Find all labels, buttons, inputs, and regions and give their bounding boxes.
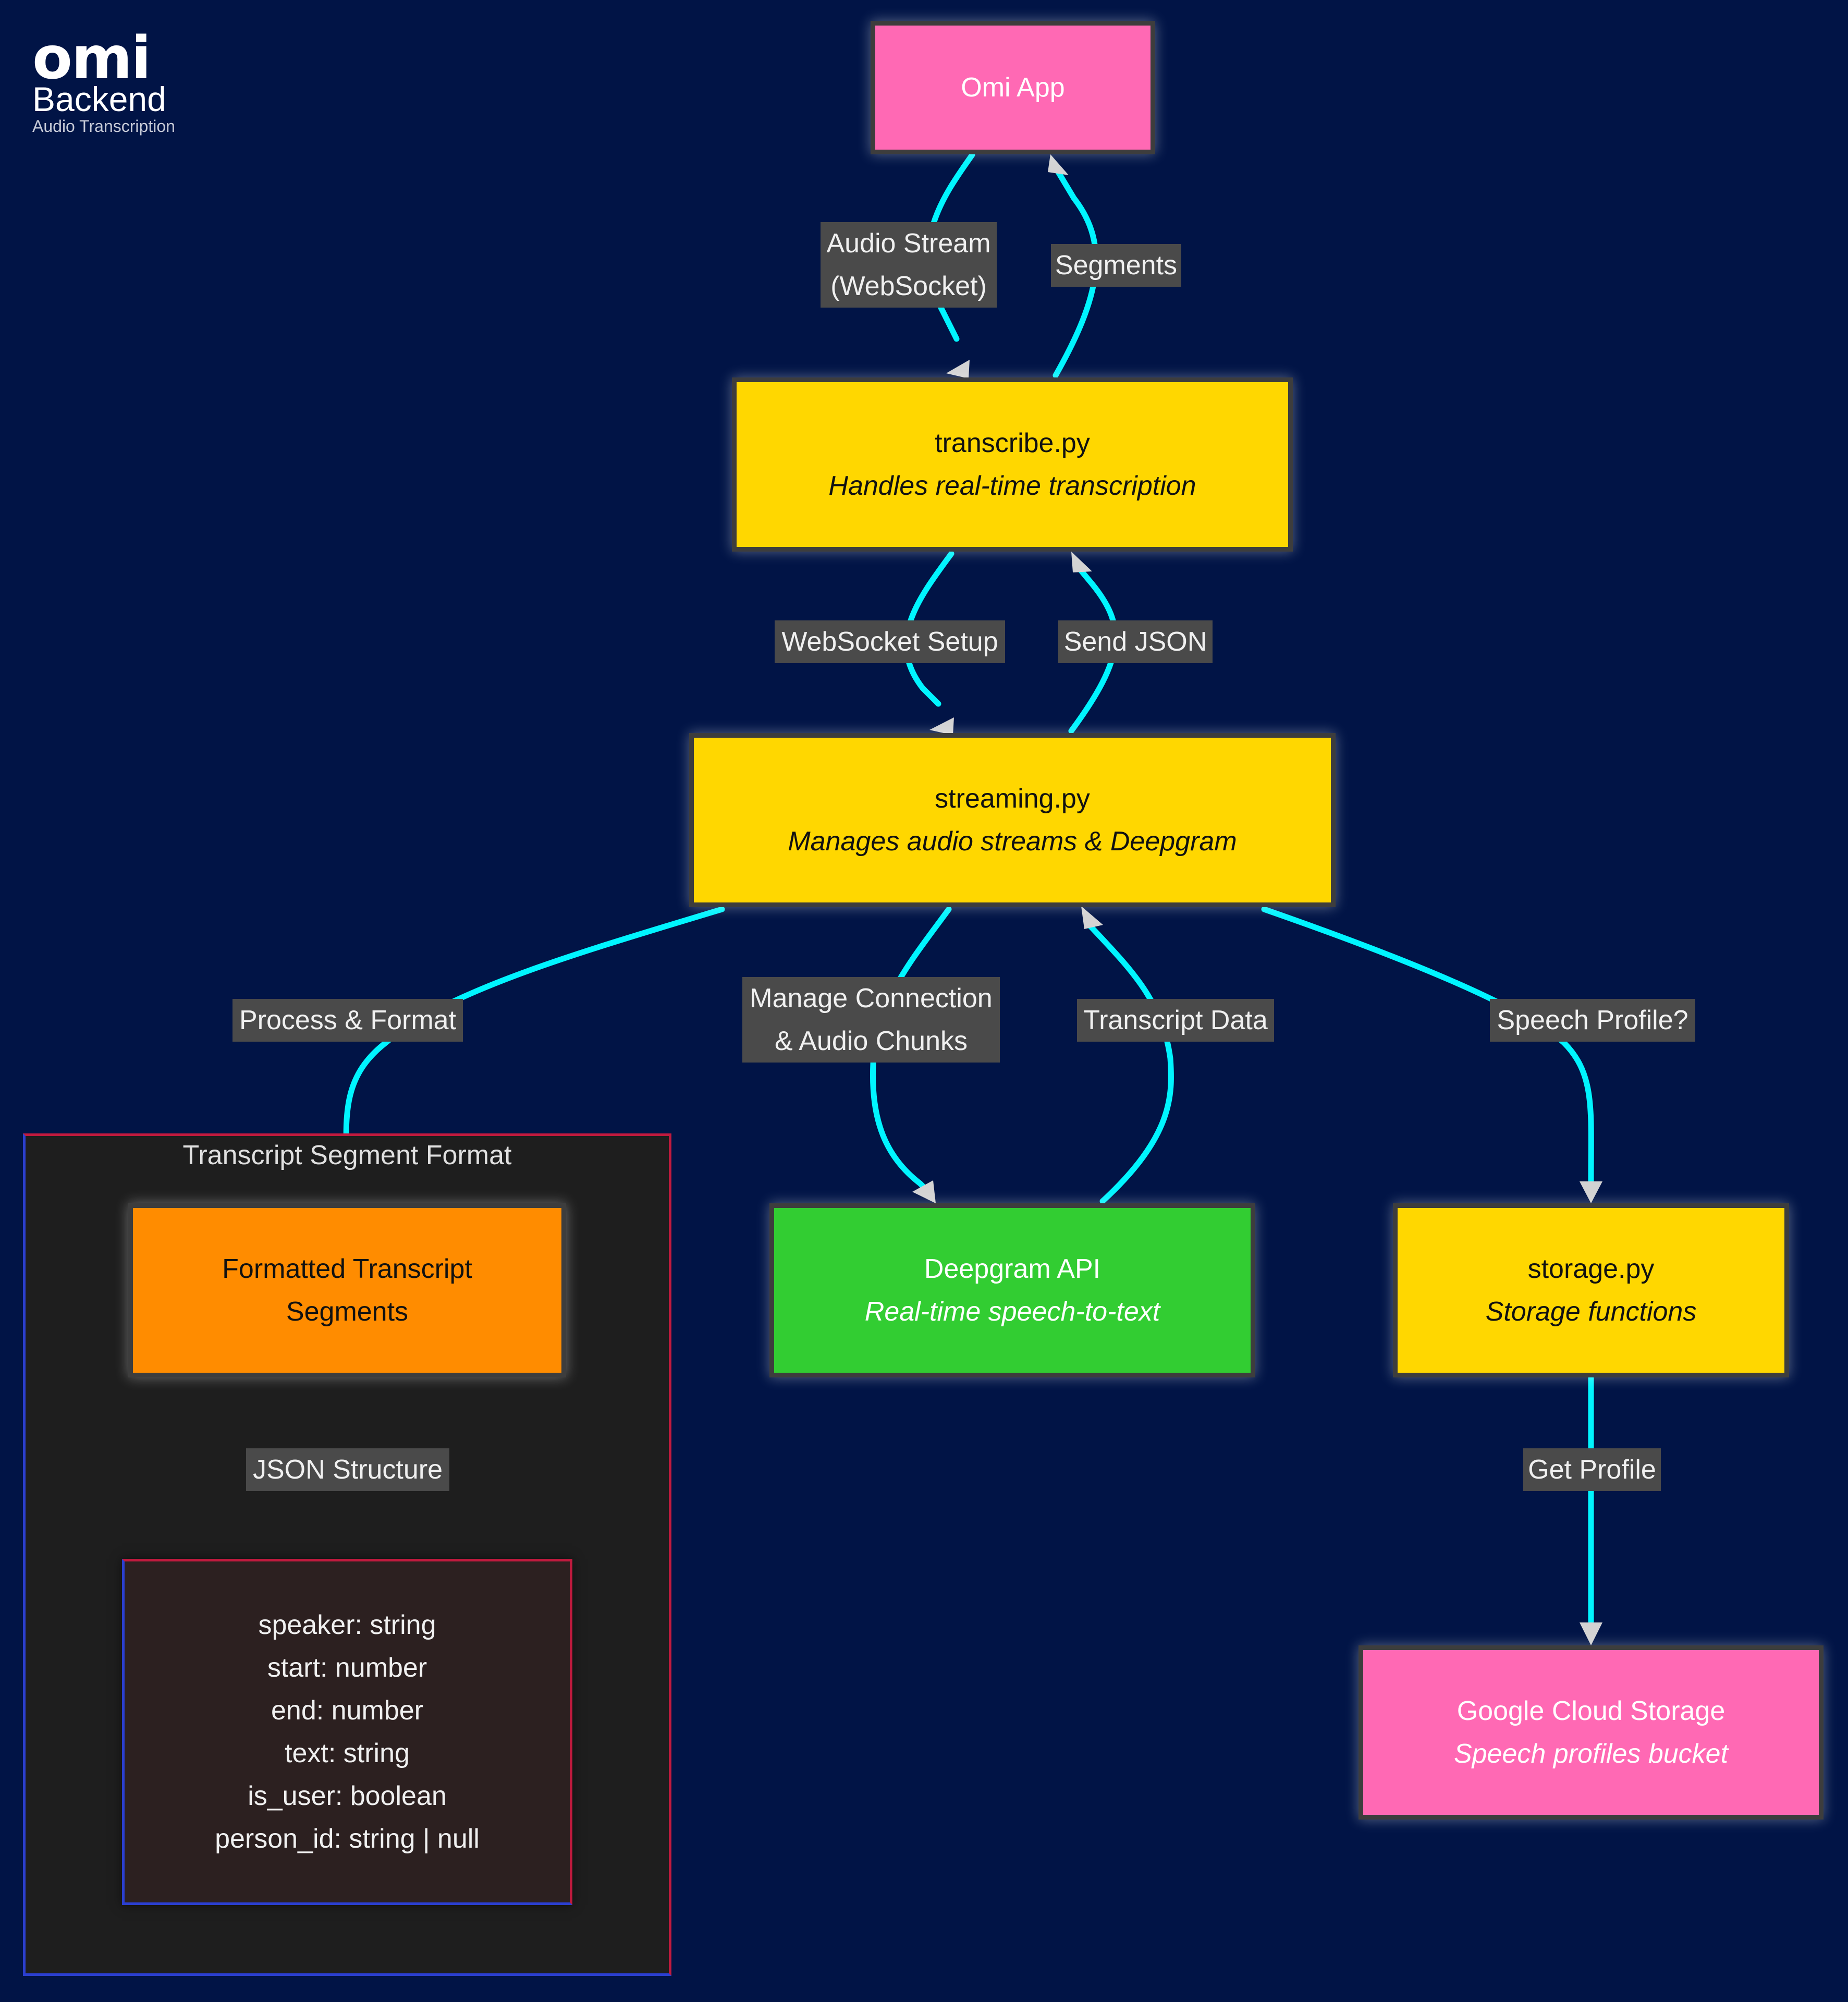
node-deepgram-api[interactable]: Deepgram API Real-time speech-to-text (769, 1203, 1255, 1377)
arrowhead (1071, 552, 1092, 572)
arrowhead (1081, 906, 1103, 929)
node-subtitle: Storage functions (1485, 1297, 1697, 1327)
node-title: storage.py (1527, 1254, 1655, 1284)
node-subtitle: Speech profiles bucket (1453, 1739, 1729, 1769)
arrowhead (1580, 1181, 1602, 1203)
edge-label-process-format: Process & Format (232, 999, 463, 1042)
edge-label-transcript-data: Transcript Data (1077, 999, 1274, 1042)
arrowhead (946, 360, 970, 379)
json-field: end: number (271, 1695, 423, 1726)
node-title: Omi App (961, 72, 1065, 103)
node-title-line2: Segments (286, 1297, 409, 1327)
json-field: person_id: string | null (215, 1824, 480, 1854)
edge-label-websocket-setup: WebSocket Setup (775, 620, 1005, 663)
node-storage[interactable]: storage.py Storage functions (1393, 1203, 1789, 1377)
edge-label-get-profile: Get Profile (1523, 1448, 1661, 1491)
edge-label-json-structure: JSON Structure (246, 1448, 449, 1491)
json-field: speaker: string (258, 1610, 436, 1640)
json-field: text: string (285, 1738, 410, 1768)
logo-title: Backend (32, 80, 166, 118)
node-title: Deepgram API (924, 1254, 1101, 1284)
edge-transcript-data (1084, 920, 1174, 1204)
json-field: start: number (267, 1653, 427, 1683)
node-title: streaming.py (935, 784, 1090, 814)
edge-label-segments: Segments (1051, 244, 1181, 287)
edge-label-line2: (WebSocket) (830, 271, 987, 301)
edge-label-speech-profile: Speech Profile? (1490, 999, 1695, 1042)
node-title: transcribe.py (935, 428, 1090, 458)
node-google-cloud-storage[interactable]: Google Cloud Storage Speech profiles buc… (1359, 1645, 1823, 1820)
edge-label-line1: Manage Connection (750, 983, 993, 1014)
json-field: is_user: boolean (248, 1781, 447, 1811)
node-title-line1: Formatted Transcript (222, 1254, 472, 1284)
logo-subtitle: Audio Transcription (32, 117, 175, 136)
node-json-structure[interactable]: speaker: string start: number end: numbe… (122, 1559, 572, 1905)
node-subtitle: Manages audio streams & Deepgram (788, 826, 1237, 857)
edge-label-line1: Audio Stream (826, 228, 991, 259)
node-formatted-transcript-segments[interactable]: Formatted Transcript Segments (128, 1203, 566, 1377)
edge-manage-connection (870, 906, 952, 1192)
node-omi-app[interactable]: Omi App (871, 21, 1155, 154)
edge-label-audio-stream: Audio Stream (WebSocket) (821, 222, 997, 308)
node-streaming[interactable]: streaming.py Manages audio streams & Dee… (689, 733, 1336, 907)
omi-logo: omi Backend Audio Transcription (32, 25, 175, 137)
arrowhead (929, 717, 954, 735)
node-subtitle: Handles real-time transcription (828, 471, 1196, 501)
node-subtitle: Real-time speech-to-text (864, 1297, 1160, 1327)
arrowhead (1048, 154, 1069, 175)
edge-label-line2: & Audio Chunks (774, 1026, 968, 1056)
arrowhead (1580, 1622, 1602, 1645)
edge-speech-profile (1261, 906, 1594, 1184)
node-title: Google Cloud Storage (1457, 1696, 1725, 1726)
edge-label-send-json: Send JSON (1058, 620, 1213, 663)
node-transcribe[interactable]: transcribe.py Handles real-time transcri… (732, 377, 1293, 552)
logo-mark: omi (32, 25, 151, 92)
cluster-title: Transcript Segment Format (182, 1140, 512, 1170)
edge-label-manage-connection: Manage Connection & Audio Chunks (742, 977, 1000, 1063)
arrowhead (912, 1180, 936, 1203)
